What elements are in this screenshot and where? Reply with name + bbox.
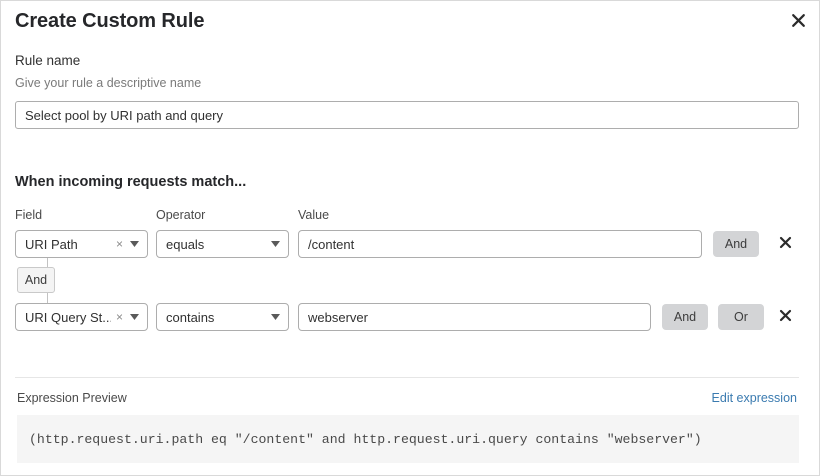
operator-select-2[interactable]: contains [156,303,289,331]
column-header-field: Field [15,208,43,222]
chevron-down-icon [128,241,147,247]
operator-select-1[interactable]: equals [156,230,289,258]
edit-expression-link[interactable]: Edit expression [711,391,797,405]
field-select-2[interactable]: URI Query St... × [15,303,148,331]
column-header-value: Value [298,208,330,222]
dialog-title: Create Custom Rule [15,10,205,32]
add-and-condition-button-2[interactable]: And [662,304,708,330]
condition-connector-toggle[interactable]: And [17,267,55,293]
chevron-down-icon [269,241,288,247]
expression-preview-text: (http.request.uri.path eq "/content" and… [29,431,702,447]
conditions-heading: When incoming requests match... [15,174,247,190]
operator-select-2-value: contains [166,309,215,325]
close-icon [791,13,806,28]
rule-name-label: Rule name [15,53,81,68]
chevron-down-icon [269,314,288,320]
close-dialog-button[interactable] [785,7,811,33]
condition-row: URI Query St... × contains And Or [1,303,819,331]
field-select-2-value: URI Query St... [25,309,111,325]
close-icon [779,309,792,325]
delete-condition-button-1[interactable] [772,230,798,258]
column-header-operator: Operator [156,208,206,222]
add-or-condition-button-2[interactable]: Or [718,304,764,330]
expression-preview-box: (http.request.uri.path eq "/content" and… [17,415,799,463]
value-input-1[interactable] [298,230,702,258]
field-select-1-value: URI Path [25,236,78,252]
value-input-2[interactable] [298,303,651,331]
chevron-down-icon [128,314,147,320]
field-select-1[interactable]: URI Path × [15,230,148,258]
preview-divider [15,377,799,378]
field-clear-icon[interactable]: × [115,310,123,324]
expression-preview-label: Expression Preview [17,391,127,405]
delete-condition-button-2[interactable] [772,303,798,331]
rule-name-input[interactable] [15,101,799,129]
operator-select-1-value: equals [166,236,205,252]
field-clear-icon[interactable]: × [115,237,123,251]
add-and-condition-button-1[interactable]: And [713,231,759,257]
condition-row: URI Path × equals And [1,230,819,258]
close-icon [779,236,792,252]
rule-name-help-text: Give your rule a descriptive name [15,76,202,90]
